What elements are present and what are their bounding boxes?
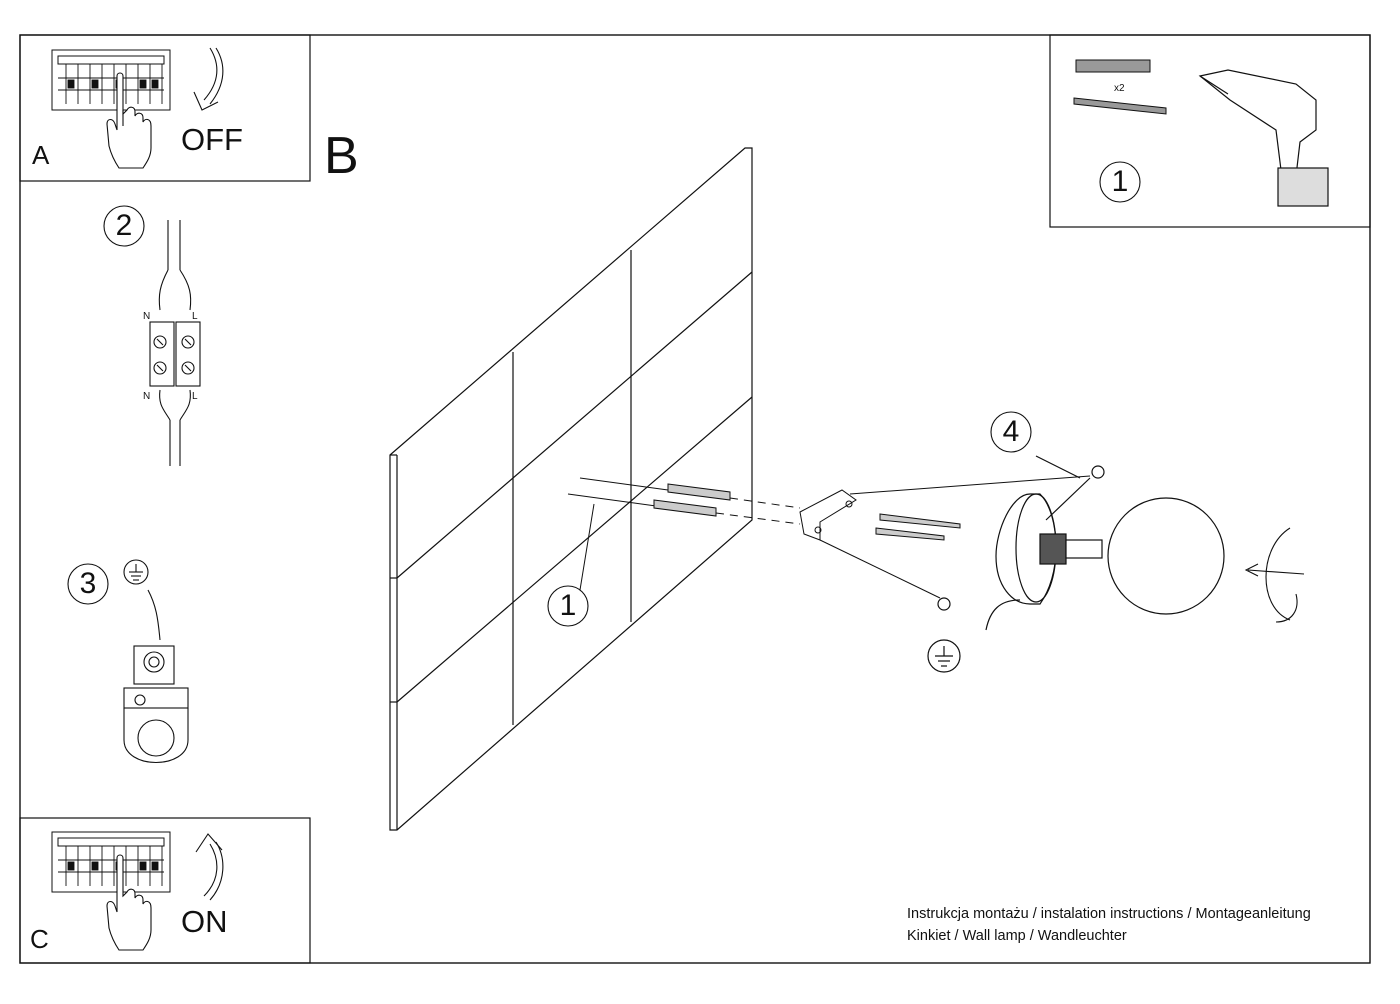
ground-icon: [123, 559, 149, 585]
drill-icon: [1198, 69, 1329, 207]
panel-b-letter: B: [324, 127, 359, 185]
switch-on-label: ON: [181, 904, 228, 939]
breaker-panel-icon: [51, 49, 171, 111]
rotate-arrow-icon: [1244, 527, 1305, 623]
caption-line-2: Kinkiet / Wall lamp / Wandleuchter: [907, 928, 1127, 944]
dowel-icon: [1075, 59, 1151, 73]
hand-icon: [106, 72, 152, 169]
panel-c-box: [19, 817, 311, 964]
caption-line-1: Instrukcja montażu / instalation instruc…: [907, 906, 1311, 922]
step-number-ground: 3: [79, 567, 97, 600]
wall-tiles: [389, 147, 753, 831]
panel-c-letter: C: [30, 924, 49, 954]
step-number-mount: 4: [1002, 415, 1020, 448]
ground-icon: [927, 639, 961, 673]
step-number-wiring: 2: [115, 209, 133, 242]
terminal-label-n-bottom: N: [143, 391, 151, 402]
screw-icon: [875, 527, 945, 541]
fixings-quantity: x2: [1114, 83, 1125, 94]
panel-a-box: [19, 34, 311, 182]
ground-connector-diagram: [67, 559, 189, 764]
curved-arrow-icon: [193, 47, 224, 111]
dowel-icon: [667, 483, 731, 501]
switch-off-label: OFF: [181, 122, 243, 157]
breaker-panel-icon: [51, 831, 171, 893]
lamp-base: [927, 455, 1105, 673]
tools-box: [1049, 34, 1371, 228]
screw-icon: [1073, 97, 1167, 115]
terminal-label-l-bottom: L: [192, 391, 198, 402]
step-number-drill: 1: [1111, 165, 1129, 198]
wiring-terminal-diagram: [103, 205, 201, 466]
terminal-label-l-top: L: [192, 311, 198, 322]
dowel-icon: [653, 499, 717, 517]
bulb-globe-icon: [1107, 497, 1225, 615]
panel-a-letter: A: [32, 140, 50, 170]
step-number-wall-anchor: 1: [559, 589, 577, 622]
terminal-label-n-top: N: [143, 311, 151, 322]
screw-icon: [879, 513, 961, 529]
fixing-parts: [567, 475, 1091, 599]
bracket-icon: [799, 489, 857, 541]
curved-arrow-icon: [195, 833, 224, 901]
outer-frame: [19, 34, 1371, 964]
hand-icon: [106, 854, 152, 951]
